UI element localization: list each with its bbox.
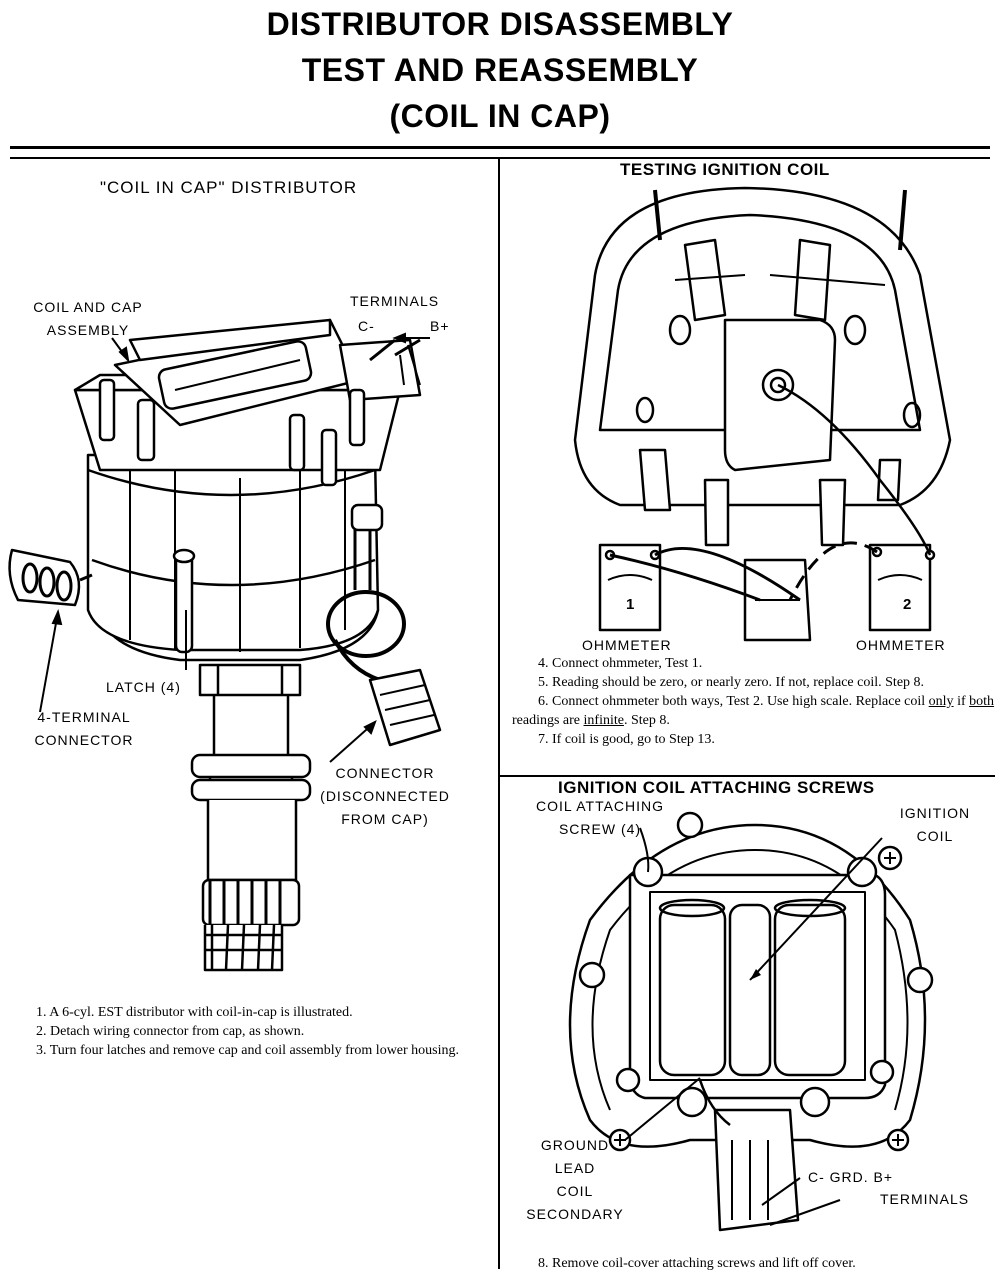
page-title-line-2: TEST AND REASSEMBLY [301, 52, 699, 88]
step-7: 7. If coil is good, go to Step 13. [538, 732, 715, 747]
label-ground: GROUND [540, 1137, 610, 1153]
coil-attaching-screws-heading: IGNITION COIL ATTACHING SCREWS [558, 778, 875, 797]
label-coil-cap-assembly-line-2: ASSEMBLY [46, 322, 130, 338]
label-terminals-bottom: TERMINALS [880, 1191, 970, 1207]
label-coil-attaching-line-2: SCREW (4) [558, 821, 642, 837]
step-6-text-a: 6. Connect ohmmeter both ways, Test 2. U… [538, 694, 926, 709]
left-panel-steps: 1. A 6-cyl. EST distributor with coil-in… [10, 1003, 490, 1060]
label-4-terminal-connector: 4-TERMINAL CONNECTOR [14, 706, 154, 752]
step-4: 4. Connect ohmmeter, Test 1. [538, 656, 703, 671]
label-latch: LATCH (4) [106, 679, 181, 695]
label-ignition-coil-line-1: IGNITION [899, 805, 971, 821]
coil-cap-test-illustration [573, 186, 952, 642]
label-coil-attaching-line-1: COIL ATTACHING [535, 798, 665, 814]
label-ignition-coil: IGNITION COIL [880, 802, 990, 848]
label-terminal-c: C- [358, 318, 375, 334]
step-3: 3. Turn four latches and remove cap and … [36, 1043, 460, 1058]
label-terminals: TERMINALS [350, 293, 440, 309]
label-c-grd-b: C- GRD. B+ [808, 1169, 894, 1185]
step-6-both: both [969, 694, 995, 709]
label-secondary: SECONDARY [526, 1206, 624, 1222]
label-coil-cap-assembly: COIL AND CAP ASSEMBLY [18, 296, 158, 342]
step-5: 5. Reading should be zero, or nearly zer… [538, 675, 925, 690]
label-connector-line-1: CONNECTOR [335, 765, 435, 781]
right-panel-divider [500, 775, 995, 777]
testing-ignition-coil-heading: TESTING IGNITION COIL [620, 160, 830, 179]
label-connector: CONNECTOR (DISCONNECTED FROM CAP) [310, 762, 460, 831]
step-6-text-c: readings are [512, 713, 581, 728]
step-2: 2. Detach wiring connector from cap, as … [36, 1024, 305, 1039]
step-6-text-d: . Step 8. [623, 713, 670, 728]
label-coil-attaching-screw: COIL ATTACHING SCREW (4) [520, 795, 680, 841]
header-rule-bottom [10, 157, 990, 159]
step-6: 6. Connect ohmmeter both ways, Test 2. U… [512, 692, 994, 730]
step-1: 1. A 6-cyl. EST distributor with coil-in… [36, 1005, 353, 1020]
label-connector-line-2: (DISCONNECTED [320, 788, 450, 804]
label-coil: COIL [556, 1183, 594, 1199]
label-ohmmeter-left: OHMMETER [582, 637, 672, 653]
label-terminal-b: B+ [430, 318, 450, 334]
page-title-line-3: (COIL IN CAP) [389, 98, 611, 134]
header-rule-top [10, 146, 990, 149]
distributor-illustration [8, 318, 442, 972]
label-4-terminal-line-2: CONNECTOR [34, 732, 134, 748]
test-steps: 4. Connect ohmmeter, Test 1. 5. Reading … [512, 654, 994, 749]
step-6-only: only [928, 694, 954, 709]
coil-screws-illustration [568, 811, 934, 1232]
label-ignition-coil-line-2: COIL [916, 828, 954, 844]
step-6-infinite: infinite [583, 713, 624, 728]
meter-2-number: 2 [903, 596, 912, 613]
remove-cover-step: 8. Remove coil-cover attaching screws an… [512, 1254, 994, 1273]
meter-1-number: 1 [626, 596, 635, 613]
label-coil-cap-assembly-line-1: COIL AND CAP [33, 299, 143, 315]
label-4-terminal-line-1: 4-TERMINAL [37, 709, 131, 725]
label-ground-lead-coil-secondary: GROUND LEAD COIL SECONDARY [520, 1134, 630, 1226]
left-panel-heading: "COIL IN CAP" DISTRIBUTOR [100, 178, 358, 197]
label-lead: LEAD [554, 1160, 596, 1176]
label-ohmmeter-right: OHMMETER [856, 637, 946, 653]
page-title-line-1: DISTRIBUTOR DISASSEMBLY [266, 6, 734, 42]
vertical-divider [498, 159, 500, 1269]
step-6-text-b: if [957, 694, 966, 709]
label-connector-line-3: FROM CAP) [341, 811, 429, 827]
step-8: 8. Remove coil-cover attaching screws an… [538, 1256, 856, 1271]
